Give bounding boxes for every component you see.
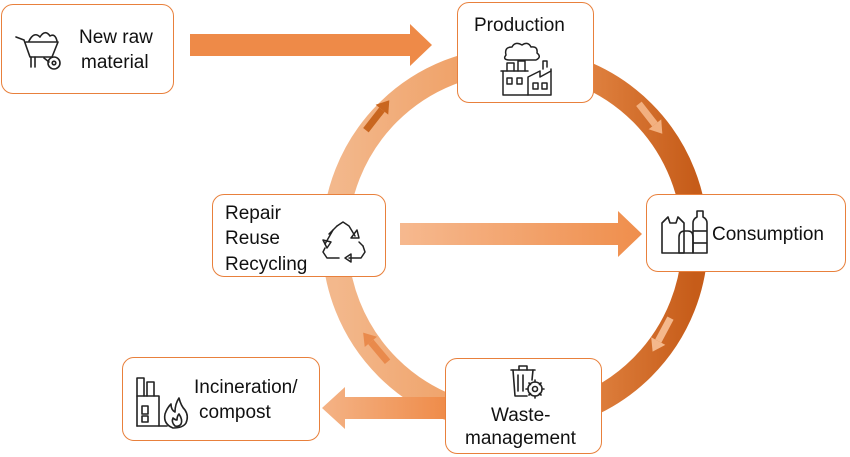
waste-line1: Waste-	[491, 405, 551, 426]
factory-icon	[500, 42, 552, 96]
arrow-waste-to-incineration	[322, 387, 445, 429]
arrow-raw-to-production	[190, 24, 432, 66]
ring-arrow-top-left	[363, 100, 390, 133]
production-label: Production	[474, 15, 565, 36]
node-incineration-compost: Incineration/ compost	[122, 357, 320, 441]
node-consumption: Consumption	[646, 194, 846, 272]
trash-bin-icon	[510, 365, 545, 399]
incineration-line2: compost	[199, 402, 271, 423]
repair-line1: Repair	[225, 203, 281, 224]
recycle-icon	[322, 221, 366, 263]
incinerator-icon	[136, 377, 189, 429]
repair-line3: Recycling	[225, 254, 308, 275]
node-repair-reuse-recycling: Repair Reuse Recycling	[212, 194, 386, 277]
node-raw-material: New raw material	[1, 4, 174, 94]
waste-line2: management	[465, 428, 576, 449]
repair-line2: Reuse	[225, 228, 280, 249]
bottles-icon	[661, 210, 708, 254]
raw-material-line2: material	[81, 52, 149, 73]
raw-material-line1: New raw	[79, 27, 153, 48]
node-waste-management: Waste- management	[445, 358, 602, 454]
node-production: Production	[457, 2, 594, 103]
ring-arrow-bottom-left	[363, 332, 391, 365]
incineration-line1: Incineration/	[194, 377, 298, 398]
arrow-repair-to-consumption	[400, 211, 642, 257]
wheelbarrow-icon	[15, 31, 61, 70]
ring-arrow-bottom-right	[651, 316, 674, 352]
consumption-label: Consumption	[712, 224, 824, 245]
ring-arrow-top-right	[636, 101, 663, 134]
